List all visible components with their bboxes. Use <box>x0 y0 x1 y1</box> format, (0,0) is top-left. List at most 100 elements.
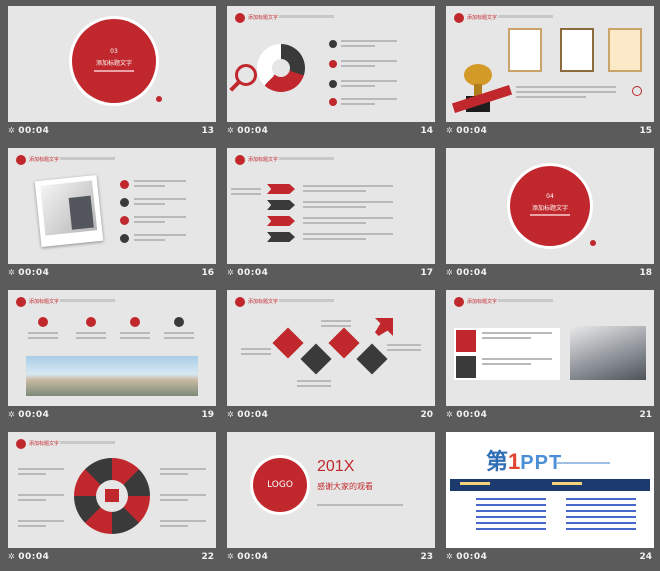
logo-circle <box>253 458 307 512</box>
laptop-photo <box>570 326 646 380</box>
slide-duration: ✲00:04 <box>446 268 488 278</box>
feature-icon <box>456 356 476 378</box>
slide-duration: ✲00:04 <box>227 410 269 420</box>
bullet-icon <box>120 234 129 243</box>
text-lines <box>341 60 397 70</box>
text-lines <box>164 332 194 342</box>
text-lines <box>160 494 206 504</box>
section-subline <box>530 214 570 216</box>
section-subline <box>94 70 134 72</box>
photo-frame <box>34 174 104 248</box>
star-icon: ✲ <box>227 410 235 419</box>
bullet-icon <box>120 198 129 207</box>
slide-duration: ✲00:04 <box>8 552 50 562</box>
text-lines <box>303 217 393 227</box>
arrow-step <box>267 200 295 210</box>
bullet-icon <box>120 180 129 189</box>
slide-duration: ✲00:04 <box>227 126 269 136</box>
certificate-image <box>560 28 594 72</box>
slide-duration: ✲00:04 <box>446 126 488 136</box>
slide-duration: ✲00:04 <box>8 268 50 278</box>
bullet-icon <box>329 80 337 88</box>
feature-icon <box>86 317 96 327</box>
bullet-icon <box>329 60 337 68</box>
text-lines <box>160 468 206 478</box>
link-list <box>566 498 636 534</box>
section-title: 添加标题文字 <box>95 60 132 67</box>
arrow-step <box>267 184 295 194</box>
text-lines <box>120 332 150 342</box>
banner-text <box>552 482 582 485</box>
brand-num: 1 <box>508 449 521 474</box>
slide-duration: ✲00:04 <box>227 552 269 562</box>
slide-thumbnail-23[interactable]: LOGO 201X 感谢大家的观看 ✲00:04 23 <box>227 432 435 566</box>
brand-logo: 第1PPT <box>486 444 562 474</box>
slide-preview: 04 添加标题文字 <box>446 148 654 264</box>
slide-duration: ✲00:04 <box>446 410 488 420</box>
slide-number: 18 <box>639 268 652 278</box>
magnifier-handle <box>229 80 241 92</box>
slide-thumbnail-13[interactable]: 03 添加标题文字 ✲00:04 13 <box>8 6 216 140</box>
slide-number: 15 <box>639 126 652 136</box>
section-circle <box>510 166 590 246</box>
star-icon: ✲ <box>446 410 454 419</box>
text-lines <box>134 180 186 190</box>
info-banner <box>450 479 650 491</box>
text-lines <box>241 348 271 358</box>
bullet-icon <box>329 40 337 48</box>
star-icon: ✲ <box>227 552 235 561</box>
text-lines <box>303 201 393 211</box>
accent-dot <box>590 240 596 246</box>
text-lines <box>160 520 206 530</box>
certificate-image <box>608 28 642 72</box>
text-lines <box>297 380 331 390</box>
star-icon: ✲ <box>8 410 16 419</box>
briefcase-icon <box>105 489 119 502</box>
slide-preview: 添加标题文字 <box>446 290 654 406</box>
text-lines <box>387 344 421 354</box>
logo-text: LOGO <box>267 480 293 490</box>
brand-cn: 第 <box>486 449 509 474</box>
slide-number: 23 <box>420 552 433 562</box>
slide-number: 21 <box>639 410 652 420</box>
section-title: 添加标题文字 <box>531 205 568 212</box>
text-lines <box>303 233 393 243</box>
star-icon: ✲ <box>446 126 454 135</box>
slide-duration: ✲00:04 <box>8 126 50 136</box>
landscape-photo <box>26 356 198 396</box>
link-list <box>476 498 546 534</box>
more-icon <box>632 86 642 96</box>
slide-number: 13 <box>201 126 214 136</box>
slide-preview: 添加标题文字 <box>227 6 435 122</box>
text-lines <box>341 40 397 50</box>
brand-underline <box>556 462 610 464</box>
text-lines <box>341 98 397 108</box>
diamond-step <box>356 343 388 375</box>
text-lines <box>321 320 351 330</box>
text-lines <box>18 468 64 478</box>
slide-thumbnail-18[interactable]: 04 添加标题文字 ✲00:04 18 <box>446 148 654 282</box>
text-lines <box>76 332 106 342</box>
text-lines <box>303 185 393 195</box>
feature-icon <box>130 317 140 327</box>
slide-preview: 添加标题文字 <box>227 148 435 264</box>
slide-preview: LOGO 201X 感谢大家的观看 <box>227 432 435 548</box>
text-lines <box>28 332 58 342</box>
star-icon: ✲ <box>227 126 235 135</box>
diamond-step <box>328 327 360 359</box>
text-lines <box>482 358 552 368</box>
bullet-icon <box>329 98 337 106</box>
text-lines <box>18 494 64 504</box>
slide-thumbnail-21[interactable]: 添加标题文字 ✲00:04 21 <box>446 290 654 424</box>
year-title: 201X <box>317 458 355 475</box>
star-icon: ✲ <box>446 552 454 561</box>
slide-preview: 03 添加标题文字 <box>8 6 216 122</box>
